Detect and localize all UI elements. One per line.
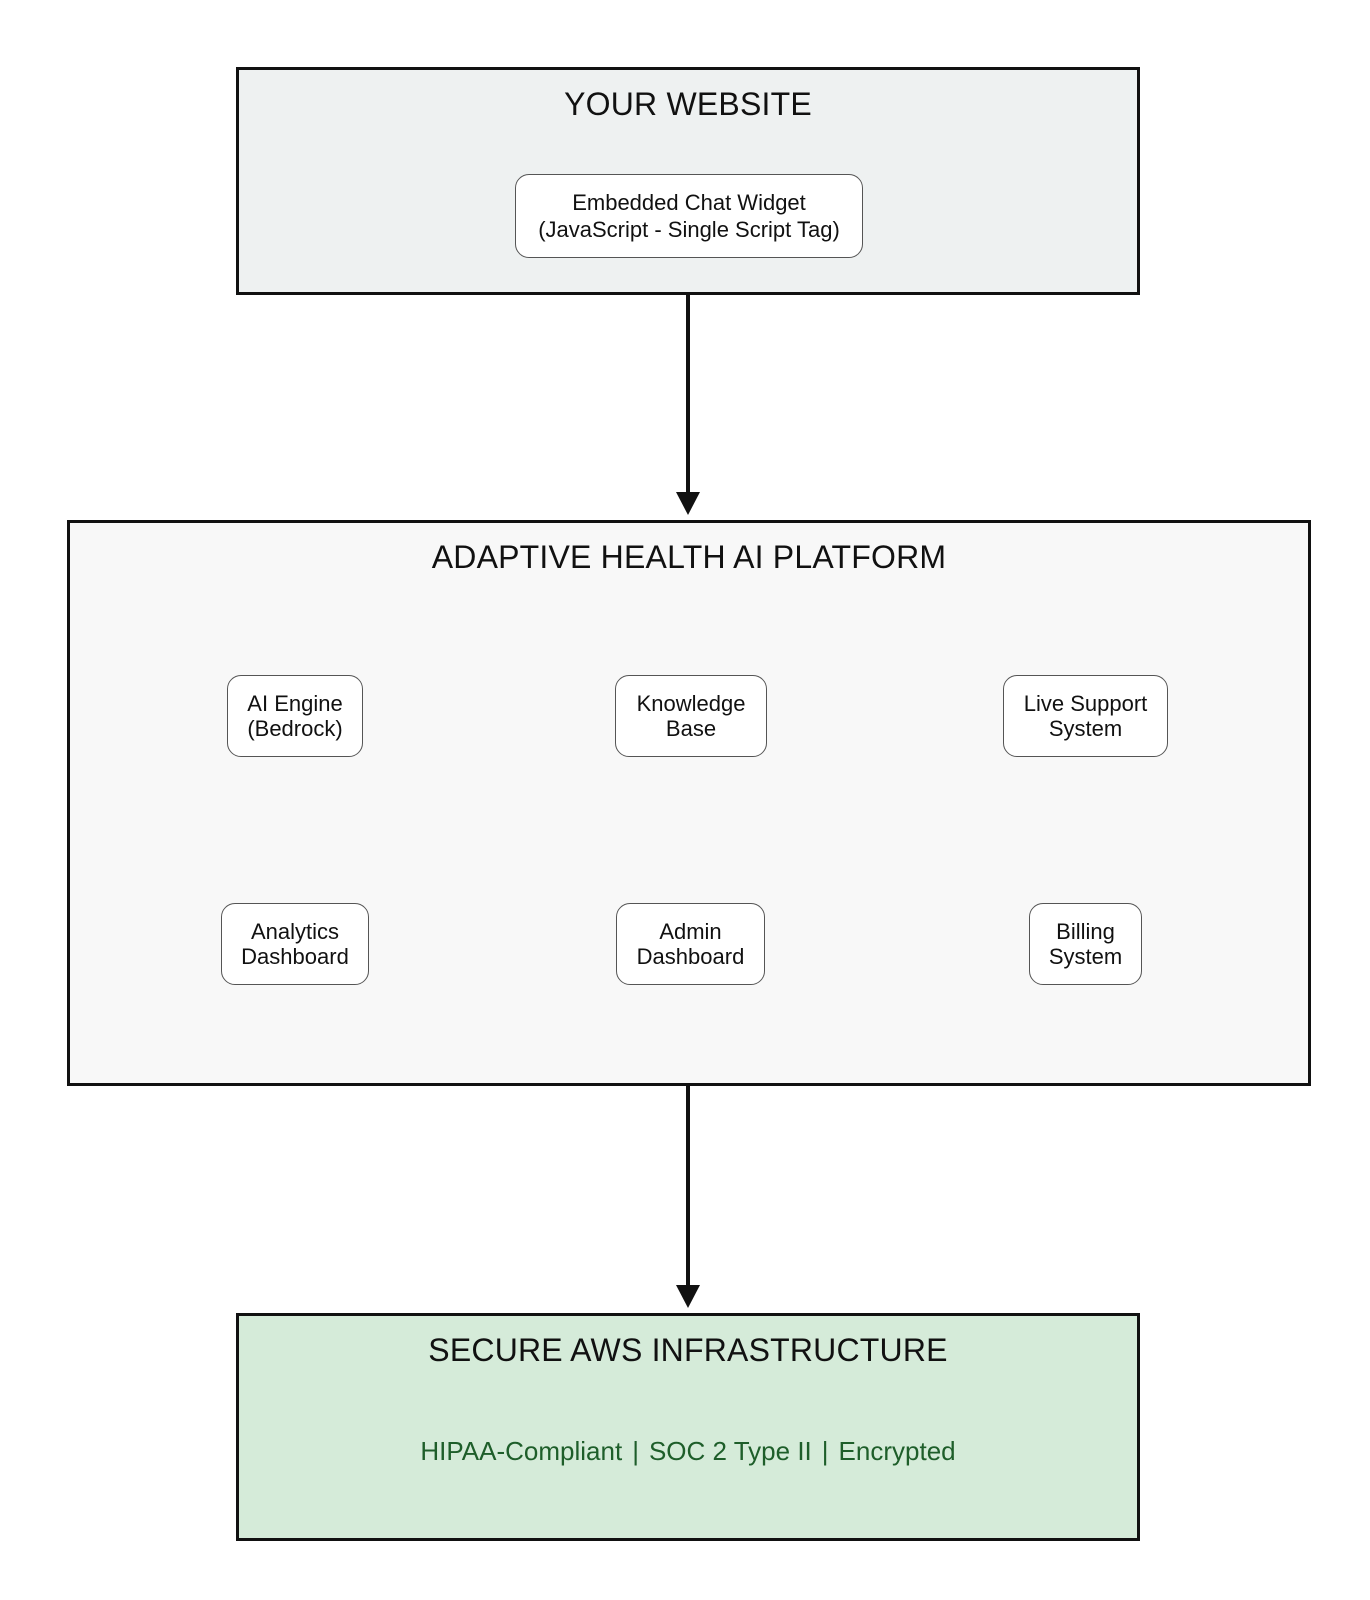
ai-engine-label-line1: AI Engine bbox=[247, 691, 343, 716]
live-support-label-line1: Live Support bbox=[1023, 691, 1148, 716]
knowledge-base-node: Knowledge Base bbox=[615, 675, 767, 757]
embedded-chat-widget-node: Embedded Chat Widget (JavaScript - Singl… bbox=[515, 174, 863, 258]
feature-hipaa: HIPAA-Compliant bbox=[420, 1436, 623, 1466]
feature-soc2: SOC 2 Type II bbox=[648, 1436, 812, 1466]
feature-separator: | bbox=[632, 1436, 639, 1466]
ai-engine-label-line2: (Bedrock) bbox=[247, 716, 343, 741]
website-title: YOUR WEBSITE bbox=[564, 86, 812, 122]
ai-engine-node: AI Engine (Bedrock) bbox=[227, 675, 363, 757]
aws-infrastructure-panel: SECURE AWS INFRASTRUCTURE HIPAA-Complian… bbox=[236, 1313, 1140, 1541]
billing-system-node: Billing System bbox=[1029, 903, 1142, 985]
arrow-platform-to-aws bbox=[676, 1086, 700, 1308]
feature-separator: | bbox=[821, 1436, 829, 1466]
knowledge-base-label-line2: Base bbox=[665, 716, 717, 741]
feature-encrypted: Encrypted bbox=[838, 1436, 956, 1466]
analytics-dashboard-node: Analytics Dashboard bbox=[221, 903, 369, 985]
arrow-website-to-platform bbox=[676, 295, 700, 515]
admin-label-line1: Admin bbox=[659, 919, 722, 944]
website-panel: YOUR WEBSITE Embedded Chat Widget (JavaS… bbox=[236, 67, 1140, 295]
aws-title: SECURE AWS INFRASTRUCTURE bbox=[428, 1332, 948, 1368]
live-support-label-line2: System bbox=[1048, 716, 1123, 741]
analytics-label-line2: Dashboard bbox=[241, 944, 349, 969]
admin-dashboard-node: Admin Dashboard bbox=[616, 903, 765, 985]
admin-label-line2: Dashboard bbox=[636, 944, 745, 969]
platform-title: ADAPTIVE HEALTH AI PLATFORM bbox=[431, 539, 947, 575]
live-support-system-node: Live Support System bbox=[1003, 675, 1168, 757]
platform-panel: ADAPTIVE HEALTH AI PLATFORM AI Engine (B… bbox=[67, 520, 1311, 1086]
billing-label-line1: Billing bbox=[1056, 919, 1115, 944]
billing-label-line2: System bbox=[1048, 944, 1123, 969]
widget-label-line1: Embedded Chat Widget bbox=[572, 190, 806, 215]
knowledge-base-label-line1: Knowledge bbox=[636, 691, 746, 716]
widget-label-line2: (JavaScript - Single Script Tag) bbox=[538, 217, 840, 242]
compliance-features: HIPAA-Compliant | SOC 2 Type II | Encrypted bbox=[239, 1436, 1137, 1467]
analytics-label-line1: Analytics bbox=[250, 919, 340, 944]
